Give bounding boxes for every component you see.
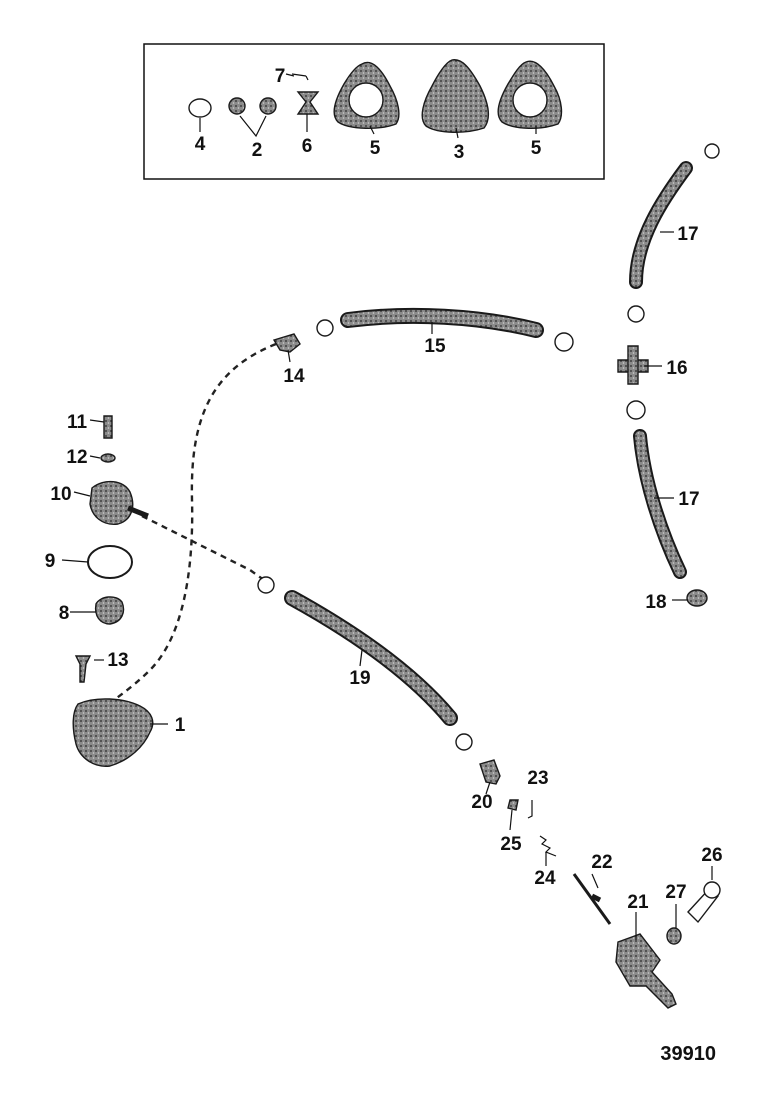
callout-26: 26: [701, 845, 722, 866]
part-19-clamp-bottom: [455, 733, 473, 751]
callout-11: 11: [67, 412, 88, 433]
part-18-fitting: [686, 589, 708, 607]
part-14-elbow: [272, 333, 301, 353]
callout-8: 8: [59, 603, 70, 624]
callout-4: 4: [195, 134, 206, 155]
part-10-pump-cover: [89, 481, 134, 525]
callout-10: 10: [50, 484, 71, 505]
part-1-pump-housing: [72, 698, 154, 767]
callout-21: 21: [627, 892, 649, 913]
part-27-nut: [666, 927, 682, 945]
callout-15: 15: [424, 336, 446, 357]
part-20-fitting: [479, 759, 501, 785]
part-11-bolt: [103, 415, 113, 439]
dashed-route-14-to-1: [99, 342, 277, 713]
callout-23: 23: [527, 768, 548, 789]
callout-17-upper: 17: [677, 224, 698, 245]
callout-16: 16: [666, 358, 687, 379]
callout-9: 9: [45, 551, 56, 572]
callout-labels: 4 2 7 6 5 3 5 17 15 14 16 11 12 10 17 9 …: [45, 66, 723, 913]
callout-14: 14: [283, 366, 305, 387]
part-26-cap: [703, 881, 721, 899]
part-3-plate: [421, 59, 490, 133]
part-6-bracket: [296, 91, 320, 115]
callout-3: 3: [454, 142, 465, 163]
callout-7: 7: [275, 66, 286, 87]
part-15-clamp-left: [316, 319, 334, 337]
part-24-spring: [539, 835, 557, 857]
callout-22: 22: [591, 852, 612, 873]
callout-12: 12: [66, 447, 87, 468]
part-21-valve-body: [615, 933, 677, 1009]
part-12-washer: [100, 453, 116, 463]
callout-18: 18: [645, 592, 666, 613]
part-17-clamp-top: [704, 143, 720, 159]
part-2-seals: [228, 97, 277, 115]
part-5-gasket-right-hole: [512, 82, 548, 118]
callout-6: 6: [302, 136, 313, 157]
callout-13: 13: [107, 650, 128, 671]
callout-1: 1: [175, 715, 186, 736]
part-16-tee-fitting: [617, 345, 649, 385]
callout-19: 19: [349, 668, 370, 689]
callout-25: 25: [500, 834, 522, 855]
part-clamp-lower-tee: [626, 400, 646, 420]
callout-17-lower: 17: [678, 489, 699, 510]
callout-5-left: 5: [370, 138, 381, 159]
part-9-o-ring: [87, 545, 133, 579]
figure-number: 39910: [660, 1043, 716, 1065]
callout-2: 2: [252, 140, 263, 161]
part-23-pin: [527, 800, 533, 819]
part-22-rod: [572, 873, 612, 925]
callout-27: 27: [665, 882, 686, 903]
part-8-impeller: [94, 596, 125, 625]
gasket-kit-inset-box: [143, 43, 605, 180]
part-13-screw: [74, 655, 92, 683]
part-clamp-upper-tee: [627, 305, 645, 323]
callout-5-right: 5: [531, 138, 542, 159]
dashed-route-10-to-19: [141, 514, 265, 581]
part-15-clamp-right: [554, 332, 574, 352]
part-4-washer: [188, 98, 212, 118]
part-19-clamp-top: [257, 576, 275, 594]
part-7-pin: [291, 73, 309, 81]
callout-20: 20: [471, 792, 492, 813]
callout-24: 24: [534, 868, 556, 889]
leader-lines: [61, 73, 713, 940]
part-5-gasket-left-hole: [348, 82, 384, 118]
part-25-clip: [507, 799, 519, 811]
